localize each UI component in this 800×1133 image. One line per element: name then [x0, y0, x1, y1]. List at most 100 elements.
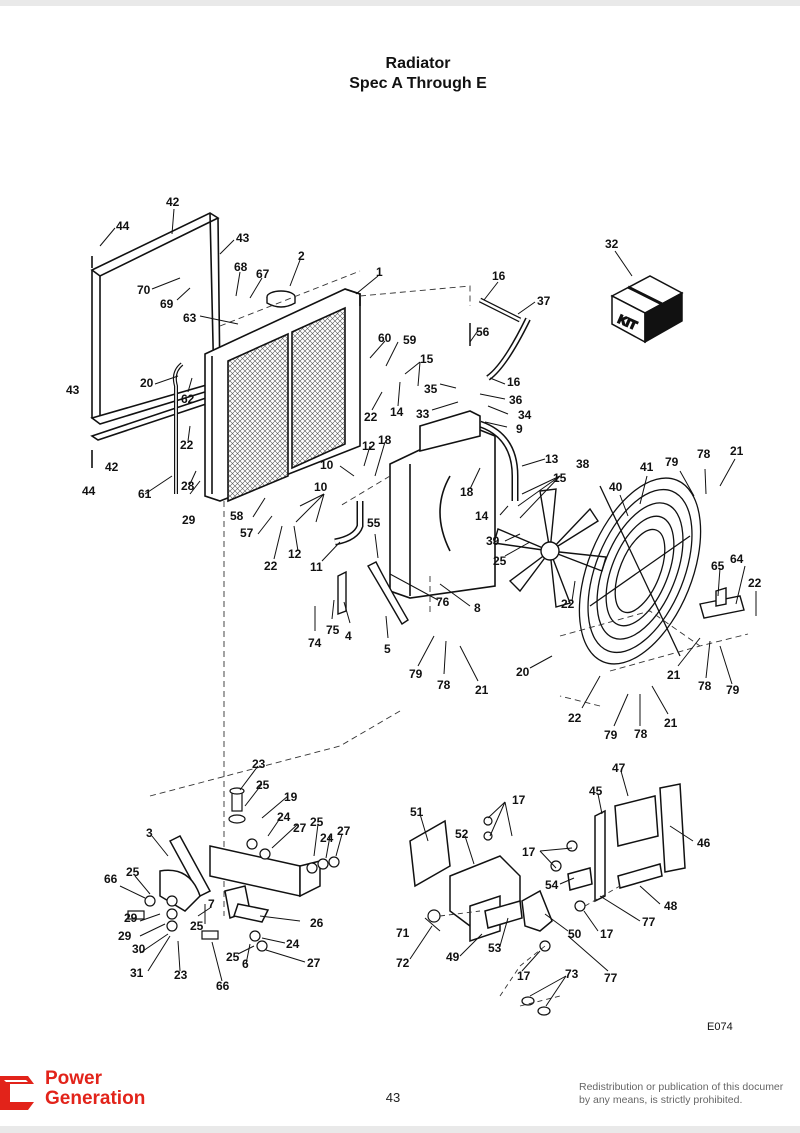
kit-box: KIT — [610, 275, 684, 344]
callout-78d: 78 — [634, 727, 648, 741]
callout-25f: 25 — [226, 950, 240, 964]
callout-45: 45 — [589, 784, 603, 798]
callout-21c: 21 — [667, 668, 681, 682]
legal-line-1: Redistribution or publication of this do… — [579, 1081, 784, 1093]
callout-66: 66 — [104, 872, 118, 886]
callout-58: 58 — [230, 509, 244, 523]
callout-8: 8 — [474, 601, 481, 615]
page-number: 43 — [385, 1090, 401, 1105]
callout-35: 35 — [424, 382, 438, 396]
fan-shroud — [389, 410, 496, 599]
callout-27b: 27 — [337, 824, 351, 838]
callout-32: 32 — [605, 237, 619, 251]
callout-57: 57 — [240, 526, 254, 540]
callout-55: 55 — [367, 516, 381, 530]
callout-25: 25 — [493, 554, 507, 568]
callout-15: 15 — [420, 352, 434, 366]
callout-25b: 25 — [256, 778, 270, 792]
callout-77b: 77 — [604, 971, 618, 985]
callout-53: 53 — [488, 941, 502, 955]
callout-28: 28 — [181, 479, 195, 493]
callout-56: 56 — [476, 325, 490, 339]
callout-22e: 22 — [561, 597, 575, 611]
callout-16: 16 — [492, 269, 506, 283]
callout-24b: 24 — [320, 831, 334, 845]
callout-18: 18 — [378, 433, 392, 447]
callout-labels: 42 44 43 2 1 68 67 70 69 63 16 37 32 56 … — [66, 195, 762, 993]
exploded-parts-diagram: KIT — [66, 195, 762, 1016]
callout-25e: 25 — [190, 919, 204, 933]
callout-78c: 78 — [698, 679, 712, 693]
callout-14b: 14 — [475, 509, 489, 523]
callout-78b: 78 — [437, 678, 451, 692]
callout-79: 79 — [665, 455, 679, 469]
cummins-logo-icon — [0, 1076, 34, 1110]
callout-23b: 23 — [174, 968, 188, 982]
hoses — [172, 297, 531, 546]
callout-41: 41 — [640, 460, 654, 474]
callout-15b: 15 — [553, 471, 567, 485]
callout-42: 42 — [166, 195, 180, 209]
callout-49: 49 — [446, 950, 460, 964]
callout-18b: 18 — [460, 485, 474, 499]
callout-6: 6 — [242, 957, 249, 971]
fan-guard — [578, 477, 702, 665]
callout-24: 24 — [277, 810, 291, 824]
assembly-lines — [149, 270, 749, 916]
callout-42b: 42 — [105, 460, 119, 474]
callout-11: 11 — [310, 560, 323, 574]
callout-9: 9 — [516, 422, 523, 436]
callout-26: 26 — [310, 916, 324, 930]
callout-3: 3 — [146, 826, 153, 840]
fan-blades — [493, 488, 607, 608]
callout-62: 62 — [181, 392, 195, 406]
callout-71: 71 — [396, 926, 410, 940]
callout-29c: 29 — [118, 929, 132, 943]
callout-24c: 24 — [286, 937, 300, 951]
callout-12: 12 — [362, 439, 376, 453]
callout-17c: 17 — [600, 927, 614, 941]
callout-27c: 27 — [307, 956, 321, 970]
callout-36: 36 — [509, 393, 523, 407]
callout-70: 70 — [137, 283, 151, 297]
callout-37: 37 — [537, 294, 551, 308]
callout-29b: 29 — [124, 911, 138, 925]
callout-30: 30 — [132, 942, 146, 956]
callout-31: 31 — [130, 966, 144, 980]
callout-22c: 22 — [264, 559, 278, 573]
callout-21: 21 — [730, 444, 744, 458]
callout-79d: 79 — [604, 728, 618, 742]
legal-notice: Redistribution or publication of this do… — [579, 1081, 800, 1107]
callout-43: 43 — [236, 231, 250, 245]
callout-10: 10 — [320, 458, 334, 472]
callout-22f: 22 — [568, 711, 582, 725]
callout-5: 5 — [384, 642, 391, 656]
callout-40: 40 — [609, 480, 623, 494]
brackets-upper — [337, 561, 745, 625]
callout-54: 54 — [545, 878, 559, 892]
callout-78: 78 — [697, 447, 711, 461]
callout-22b: 22 — [180, 438, 194, 452]
document-page: Radiator Spec A Through E — [0, 6, 800, 1126]
assembly-lines-lower — [439, 885, 621, 1007]
callout-12b: 12 — [288, 547, 302, 561]
callout-22: 22 — [364, 410, 378, 424]
leader-lines — [99, 208, 757, 1007]
legal-line-2: by any means, is strictly prohibited. — [579, 1094, 743, 1106]
lower-right-hardware — [427, 816, 586, 1016]
callout-79c: 79 — [726, 683, 740, 697]
callout-38: 38 — [576, 457, 590, 471]
callout-50: 50 — [568, 927, 582, 941]
callout-34: 34 — [518, 408, 532, 422]
callout-17d: 17 — [517, 969, 531, 983]
radiator-core — [204, 288, 361, 503]
callout-10b: 10 — [314, 480, 328, 494]
callout-44b: 44 — [82, 484, 96, 498]
callout-77: 77 — [642, 915, 656, 929]
callout-43b: 43 — [66, 383, 80, 397]
callout-25d: 25 — [126, 865, 140, 879]
callout-20b: 20 — [516, 665, 530, 679]
callout-17: 17 — [512, 793, 526, 807]
callout-52: 52 — [455, 827, 469, 841]
callout-44: 44 — [116, 219, 130, 233]
